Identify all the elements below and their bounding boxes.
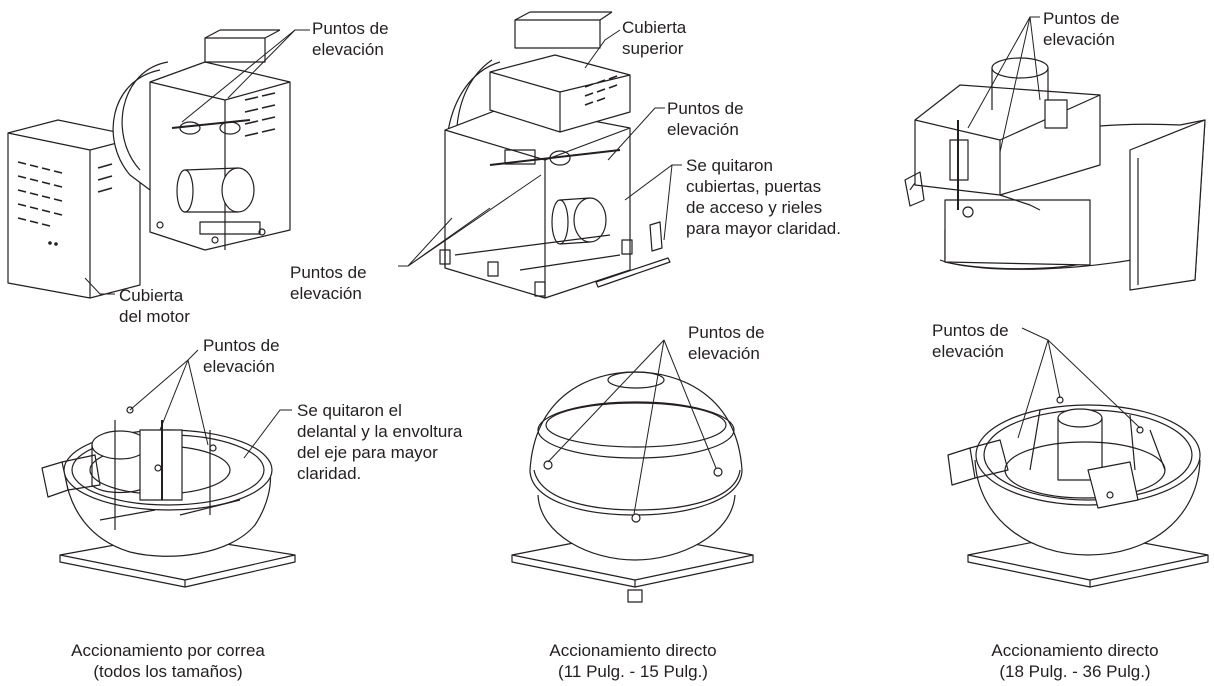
roof-direct-small-caption: Accionamiento directo(11 Pulg. - 15 Pulg… bbox=[549, 641, 717, 681]
upblast-fan bbox=[904, 57, 1206, 291]
motor-cover-box bbox=[7, 119, 141, 299]
direct-inline-fan bbox=[439, 11, 671, 299]
leader-lines bbox=[84, 16, 1141, 515]
roof-belt-fan bbox=[41, 406, 296, 588]
roof-direct-large-fan bbox=[947, 396, 1209, 588]
roof-direct-small-fan bbox=[511, 371, 754, 603]
belt-inline-fan bbox=[7, 29, 291, 299]
roof-direct-large-caption: Accionamiento directo(18 Pulg. - 36 Pulg… bbox=[991, 641, 1159, 681]
roof-belt-caption: Accionamiento por correa(todos los tamañ… bbox=[71, 641, 265, 681]
